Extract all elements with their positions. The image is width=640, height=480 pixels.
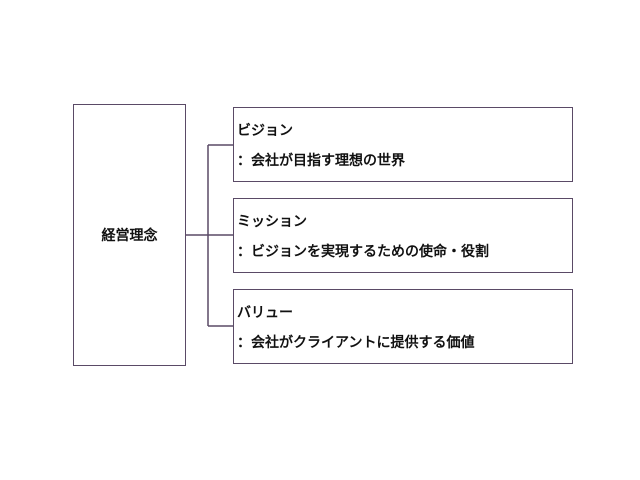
mission-description: ：ビジョンを実現するための使命・役割 [237,244,489,260]
value-description: ：会社がクライアントに提供する価値 [237,335,475,351]
child-box-value: バリュー ：会社がクライアントに提供する価値 [233,289,573,364]
root-label: 経営理念 [101,228,158,244]
child-box-vision: ビジョン ：会社が目指す理想の世界 [233,107,573,182]
vision-title: ビジョン [237,123,293,139]
value-title: バリュー [237,305,293,321]
root-box-management-philosophy: 経営理念 [73,104,186,366]
mission-title: ミッション [237,214,307,230]
child-box-mission: ミッション ：ビジョンを実現するための使命・役割 [233,198,573,273]
vision-description: ：会社が目指す理想の世界 [237,153,405,169]
